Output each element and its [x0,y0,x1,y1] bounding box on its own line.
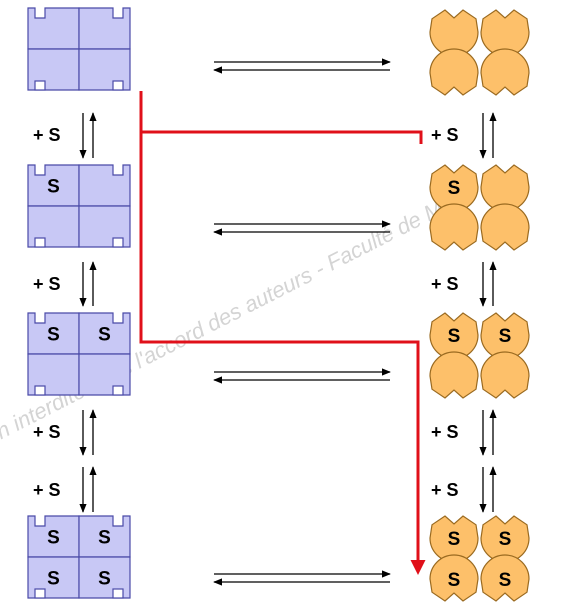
right-step-label-4: + S [431,480,459,500]
t-subunit [78,164,131,207]
substrate-label: S [98,325,111,346]
left-step-label-3: + S [33,422,61,442]
t-subunit-notch [112,588,124,599]
r-subunit [429,48,479,96]
r-subunit [480,554,530,602]
right-step-label-3: + S [431,422,459,442]
substrate-label: S [448,570,461,591]
right-step-label-1: + S [431,125,459,145]
substrate-label: S [47,177,60,198]
r-subunit [429,351,479,399]
t-subunit-notch [112,385,124,396]
substrate-label: S [499,529,512,550]
substrate-label: S [98,569,111,590]
substrate-label: S [448,178,461,199]
r-state-tetramer-1 [429,9,530,96]
pathway-lower [139,132,426,575]
substrate-label: S [448,529,461,550]
left-step-label-1: + S [33,125,61,145]
r-state-tetramer-2: S [429,164,530,251]
t-subunit [78,556,131,599]
substrate-label: S [499,570,512,591]
substrate-label: S [499,326,512,347]
r-subunit [429,554,479,602]
t-subunit-notch [34,588,46,599]
substrate-label: S [448,326,461,347]
t-subunit [78,353,131,396]
substrate-label: S [47,325,60,346]
t-subunit [78,7,131,50]
t-subunit [78,205,131,248]
t-subunit [78,48,131,91]
t-subunit [27,7,80,50]
equilibrium-arrows [213,58,391,586]
r-subunit [429,203,479,251]
right-step-label-2: + S [431,274,459,294]
substrate-label: S [47,569,60,590]
t-subunit-notch [34,385,46,396]
t-subunit-notch [112,237,124,248]
t-subunit-notch [112,80,124,91]
t-state-tetramer-1 [27,7,131,91]
t-subunit-notch [34,237,46,248]
t-state-tetramer-2: S [27,164,131,248]
binding-step-arrows [79,112,497,513]
r-subunit [480,203,530,251]
substrate-label: S [98,528,111,549]
substrate-label: S [47,528,60,549]
left-step-label-4: + S [33,480,61,500]
left-step-label-2: + S [33,274,61,294]
r-subunit [480,48,530,96]
pathway-upper [139,91,423,144]
r-subunit [480,351,530,399]
t-subunit-notch [34,80,46,91]
